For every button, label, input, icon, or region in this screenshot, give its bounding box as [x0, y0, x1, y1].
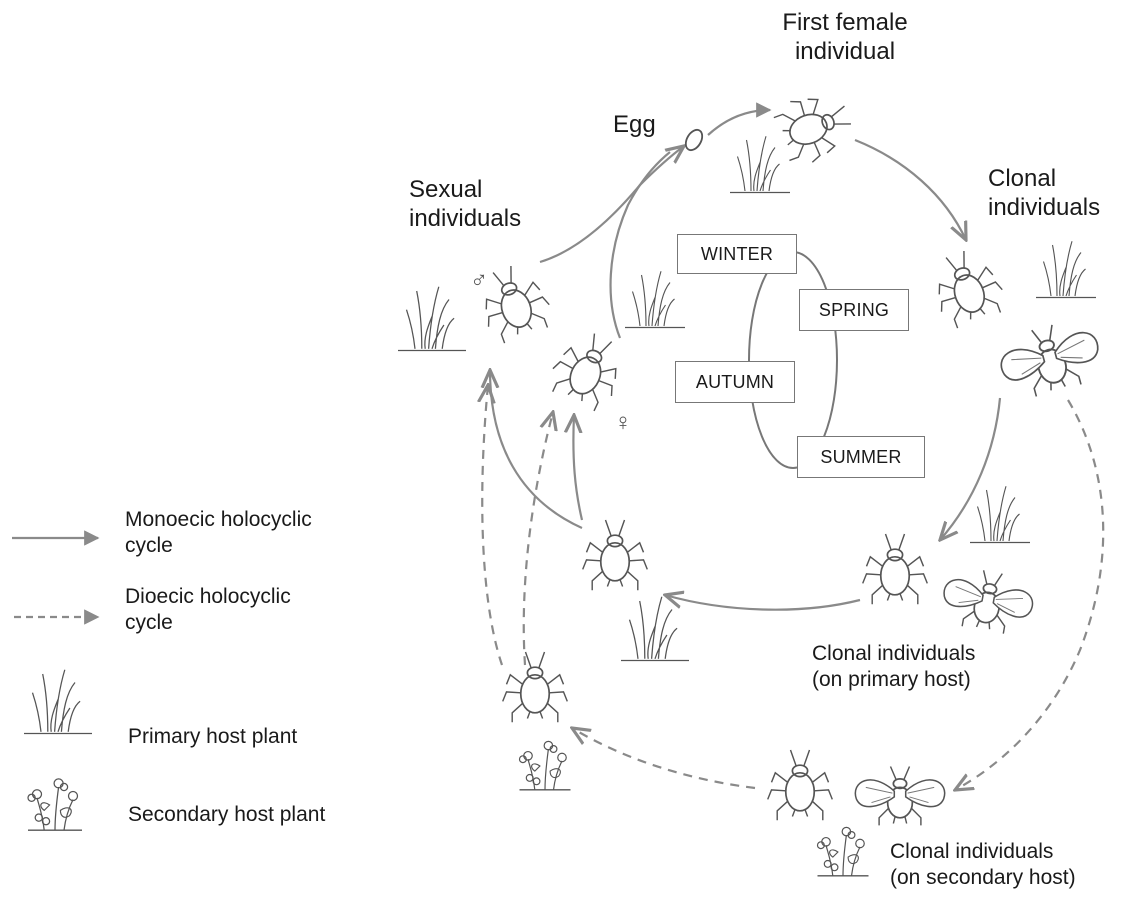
primary-host-grass-icon — [620, 596, 690, 662]
arrow-egg-to-first-female — [707, 102, 772, 136]
migrant-aphid-icon — [501, 651, 569, 724]
first-female-aphid-icon — [769, 83, 860, 171]
male-symbol: ♂ — [470, 267, 488, 294]
sexual-individuals-label: Sexual individuals — [409, 176, 522, 233]
arrow-sexual-to-egg — [539, 146, 684, 264]
winged-clonal-primary-aphid-icon — [937, 563, 1038, 639]
clonal-primary-label: Clonal individuals (on primary host) — [812, 642, 976, 691]
primary-host-grass-icon — [729, 135, 791, 194]
season-autumn-box: AUTUMN — [675, 361, 795, 403]
arrow-first-female-to-clonal — [854, 138, 966, 240]
arrow-clonal-to-secondary — [955, 399, 1105, 790]
season-winter-box: WINTER — [677, 234, 797, 274]
legend-monoecic-label: Monoecic holocyclic cycle — [125, 508, 312, 557]
winged-clonal-aphid-icon — [993, 313, 1108, 405]
center-aphid-icon — [581, 519, 649, 592]
clonal-individuals-label: Clonal individuals — [988, 165, 1101, 222]
season-summer-box: SUMMER — [797, 436, 925, 478]
primary-host-grass-icon — [1035, 240, 1097, 299]
clonal-primary-aphid-icon — [861, 533, 929, 606]
primary-host-grass-icon — [969, 485, 1031, 544]
legend-primary-host-icon — [23, 669, 93, 735]
arrow-center-to-female — [573, 415, 584, 521]
clonal-secondary-label: Clonal individuals (on secondary host) — [890, 840, 1076, 889]
egg-icon — [684, 128, 704, 152]
legend-primary-host-label: Primary host plant — [128, 725, 298, 748]
arrow-clonal-to-clonal-primary — [940, 397, 1002, 540]
winged-secondary-aphid-icon — [854, 765, 946, 827]
primary-host-grass-icon — [624, 270, 686, 329]
egg-label: Egg — [613, 111, 656, 138]
legend-dioecic-label: Dioecic holocyclic cycle — [125, 585, 291, 634]
legend-secondary-host-label: Secondary host plant — [128, 803, 326, 826]
legend-secondary-host-icon — [27, 778, 83, 831]
secondary-clonal-aphid-icon — [766, 749, 834, 822]
female-symbol: ♀ — [614, 409, 632, 436]
secondary-host-flower-icon — [518, 740, 572, 791]
arrow-migrant-to-female — [522, 412, 553, 666]
arrow-female-to-egg — [609, 151, 671, 339]
arrow-secondary-to-migrant — [572, 728, 756, 790]
season-spring-box: SPRING — [799, 289, 909, 331]
first-female-label: First female individual — [782, 9, 908, 66]
primary-host-grass-icon — [397, 286, 467, 352]
clonal-aphid-icon — [923, 242, 1011, 333]
arrow-migrant-to-male — [482, 385, 504, 666]
arrow-clonal-primary-to-center — [665, 595, 861, 611]
secondary-host-flower-icon — [816, 826, 870, 877]
